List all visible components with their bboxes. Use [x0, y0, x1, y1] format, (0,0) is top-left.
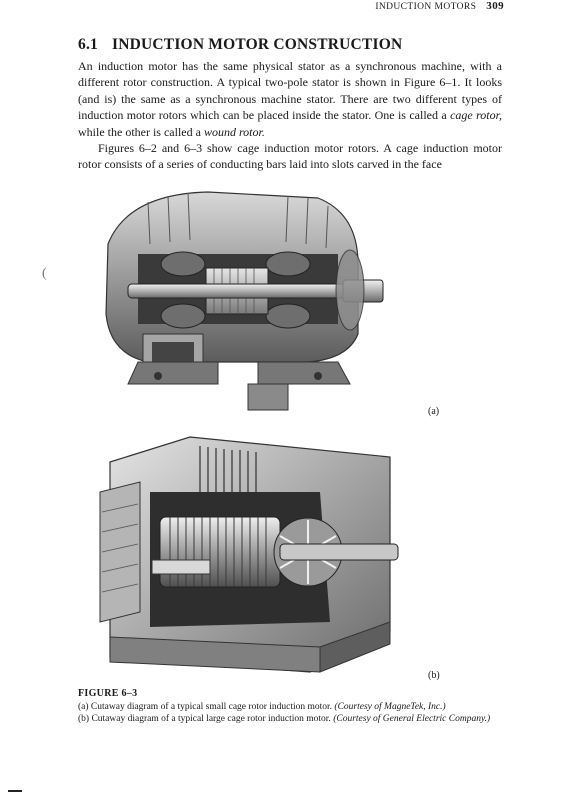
figure-label-a: (a) — [428, 406, 440, 417]
caption-b-text: (b) Cutaway diagram of a typical large c… — [78, 714, 334, 724]
caption-a-credit: (Courtesy of MagneTek, Inc.) — [334, 701, 446, 712]
figure-label-b: (b) — [428, 670, 440, 681]
running-title: INDUCTION MOTORS — [375, 2, 477, 12]
paragraph-1: An induction motor has the same physical… — [78, 58, 502, 140]
figure-caption-title: FIGURE 6–3 — [78, 688, 138, 699]
figure-a-small-motor-illustration — [105, 191, 384, 411]
running-head: INDUCTION MOTORS 309 — [375, 0, 504, 12]
section-number: 6.1 — [78, 36, 98, 53]
paragraph-1-text: An induction motor has the same physical… — [78, 59, 502, 123]
margin-mark: ( — [42, 266, 47, 281]
figure-caption: FIGURE 6–3 (a) Cutaway diagram of a typi… — [78, 688, 508, 726]
section-title: INDUCTION MOTOR CONSTRUCTION — [111, 36, 403, 53]
section-heading: 6.1 INDUCTION MOTOR CONSTRUCTION — [78, 36, 402, 54]
caption-b-credit: (Courtesy of General Electric Company.) — [333, 714, 491, 724]
body-text: An induction motor has the same physical… — [78, 58, 502, 173]
figure-caption-a: (a) Cutaway diagram of a typical small c… — [78, 701, 508, 714]
term-wound-rotor: wound rotor. — [203, 124, 265, 139]
paragraph-2: Figures 6–2 and 6–3 show cage induction … — [78, 141, 502, 172]
page-number: 309 — [486, 0, 504, 12]
term-cage-rotor: cage rotor, — [450, 108, 502, 123]
page-edge-mark — [8, 790, 22, 792]
figure-b-large-motor-illustration — [99, 436, 399, 673]
caption-a-text: (a) Cutaway diagram of a typical small c… — [78, 701, 335, 712]
paragraph-1-middle: while the other is called a — [78, 124, 204, 139]
figure-caption-b: (b) Cutaway diagram of a typical large c… — [78, 713, 508, 726]
